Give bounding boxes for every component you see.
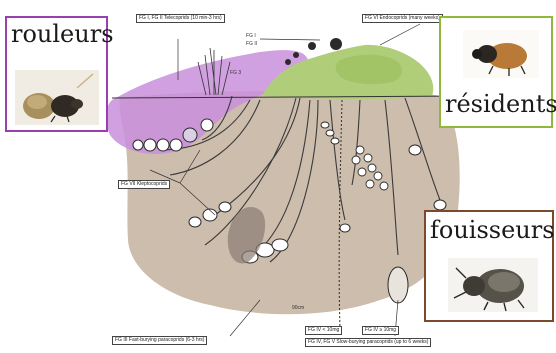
label-fg7: FG VII Kleptocoprids xyxy=(118,180,170,189)
dung-inner xyxy=(336,55,402,84)
fouisseurs-beetle-icon xyxy=(448,258,538,312)
rouleurs-beetle-icon xyxy=(15,70,99,125)
label-depth: 90cm xyxy=(292,305,304,311)
label-fg6: FG VI Endocoprids (many weeks) xyxy=(362,14,443,23)
category-fouisseurs: fouisseurs xyxy=(424,210,554,322)
category-title-fouisseurs: fouisseurs xyxy=(430,216,555,244)
fouisseurs-beetle-photo xyxy=(448,258,538,312)
residents-beetle-photo xyxy=(463,30,539,78)
label-fg3-small: FG 3 xyxy=(230,70,241,76)
label-fg1-fg2: FG I, FG II Telecoprids (10 min-3 hrs) xyxy=(136,14,225,23)
label-fg5-mass: FG IV ≥ 10mg xyxy=(362,326,399,335)
category-residents: résidents xyxy=(439,16,553,128)
rouleurs-beetle-photo xyxy=(15,70,99,125)
label-fg2: FG II xyxy=(246,41,257,47)
category-rouleurs: rouleurs xyxy=(5,16,108,132)
label-fg4-fg5: FG IV, FG V Slow-burying paracoprids (up… xyxy=(305,338,431,347)
label-fg1: FG I xyxy=(246,33,256,39)
label-fg4-mass: FG IV < 10mg xyxy=(305,326,342,335)
residents-beetle-icon xyxy=(463,30,539,78)
category-title-rouleurs: rouleurs xyxy=(11,20,114,48)
category-title-residents: résidents xyxy=(445,90,556,118)
label-fg3: FG III Fast-burying paracoprids (6-3 hrs… xyxy=(112,336,207,345)
